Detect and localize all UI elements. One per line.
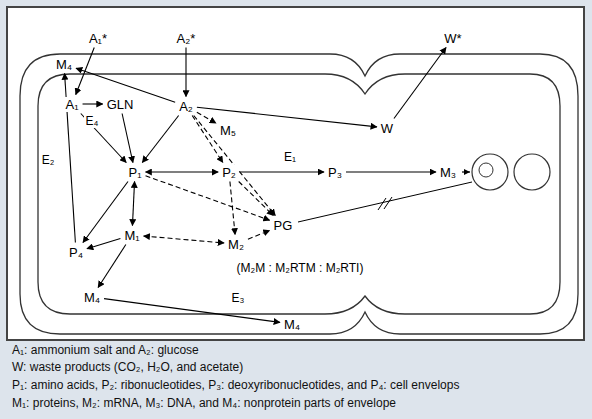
- legend-line: A₁: ammonium salt and A₂: glucose: [12, 343, 199, 357]
- symbol-text: A₁: [65, 97, 78, 112]
- dashed-connector: [197, 112, 216, 123]
- legend-line: M₁: proteins, M₂: mRNA, M₃: DNA, and M₄:…: [12, 396, 396, 410]
- legend-line: P₁: amino acids, P₂: ribonucleotides, P₃…: [12, 378, 459, 392]
- symbol-node: M₂: [226, 237, 246, 252]
- symbol-node: A₁*: [87, 31, 109, 46]
- symbol-node: M₄: [82, 290, 102, 305]
- enzyme-label: E₃: [230, 291, 247, 305]
- arrowhead: [464, 169, 470, 175]
- connector: [346, 171, 436, 172]
- connector: [83, 103, 103, 104]
- dashed-connector: [144, 236, 224, 243]
- enzyme-label: E₄: [84, 114, 101, 128]
- symbol-text: M₄: [84, 290, 100, 305]
- symbol-node: A₂: [177, 99, 195, 114]
- symbol-text: A₂*: [177, 31, 196, 46]
- symbol-node: M₄: [54, 57, 74, 72]
- connector: [132, 182, 134, 226]
- break-mark: [384, 197, 392, 209]
- symbol-node: M₁: [122, 228, 141, 243]
- connector: [83, 182, 128, 243]
- symbol-node: A₂*: [175, 31, 198, 46]
- connector: [146, 171, 219, 172]
- connector: [81, 114, 126, 163]
- symbol-node: P₁: [126, 165, 143, 180]
- dashed-connector: [239, 182, 274, 216]
- outer-membrane: [20, 54, 578, 334]
- symbol-text: GLN: [107, 97, 134, 112]
- symbol-node: GLN: [105, 97, 136, 112]
- chromosome-loop: [479, 163, 493, 177]
- symbol-text: W*: [444, 31, 461, 46]
- symbol-text: M₂: [228, 237, 244, 252]
- connector: [104, 299, 280, 323]
- symbol-node: M₄: [282, 317, 302, 332]
- symbol-text: P₃: [328, 165, 342, 180]
- enzyme-label: E₁: [282, 150, 298, 164]
- legend-line: W: waste products (CO₂, H₂O, and acetate…: [12, 360, 243, 374]
- connector: [87, 239, 120, 249]
- symbol-text: M₅: [220, 123, 236, 138]
- symbol-node: P₄: [67, 245, 85, 260]
- symbol-text: M₁: [124, 228, 139, 243]
- symbol-text: P₁: [128, 165, 141, 180]
- symbol-text: PG: [274, 218, 293, 233]
- dashed-connector: [194, 116, 276, 216]
- pg-link: [298, 182, 472, 222]
- connector: [142, 116, 178, 163]
- inner-membrane: [38, 74, 560, 314]
- dashed-connector: [230, 182, 235, 235]
- enzyme-label: (M₂M : M₂RTM : M₂RTI): [235, 261, 366, 275]
- connector: [394, 48, 446, 119]
- symbol-node: W: [379, 121, 395, 136]
- connector: [98, 245, 126, 288]
- chromosome: [472, 154, 508, 190]
- symbol-text: P₂: [222, 165, 236, 180]
- symbol-node: PG: [272, 218, 295, 233]
- connector: [185, 48, 186, 97]
- symbol-text: A₂: [179, 99, 193, 114]
- symbol-text: A₁*: [89, 31, 107, 46]
- symbol-text: M₄: [56, 57, 72, 72]
- symbol-node: P₃: [326, 165, 344, 180]
- symbol-node: A₁: [63, 97, 80, 112]
- connector: [240, 171, 324, 172]
- enzyme-label: E₂: [40, 153, 57, 167]
- symbol-node: P₂: [220, 165, 238, 180]
- chromosome: [514, 154, 550, 190]
- symbol-text: P₄: [69, 245, 83, 260]
- symbol-node: W*: [442, 31, 463, 46]
- connector: [122, 114, 133, 163]
- panel: [7, 7, 584, 340]
- dashed-connector: [248, 230, 270, 239]
- dashed-connector: [146, 176, 270, 220]
- symbol-text: W: [381, 121, 393, 136]
- symbol-node: M₅: [218, 123, 238, 138]
- symbol-node: M₃: [438, 165, 458, 180]
- symbol-text: M₃: [440, 165, 456, 180]
- symbol-text: M₄: [284, 317, 300, 332]
